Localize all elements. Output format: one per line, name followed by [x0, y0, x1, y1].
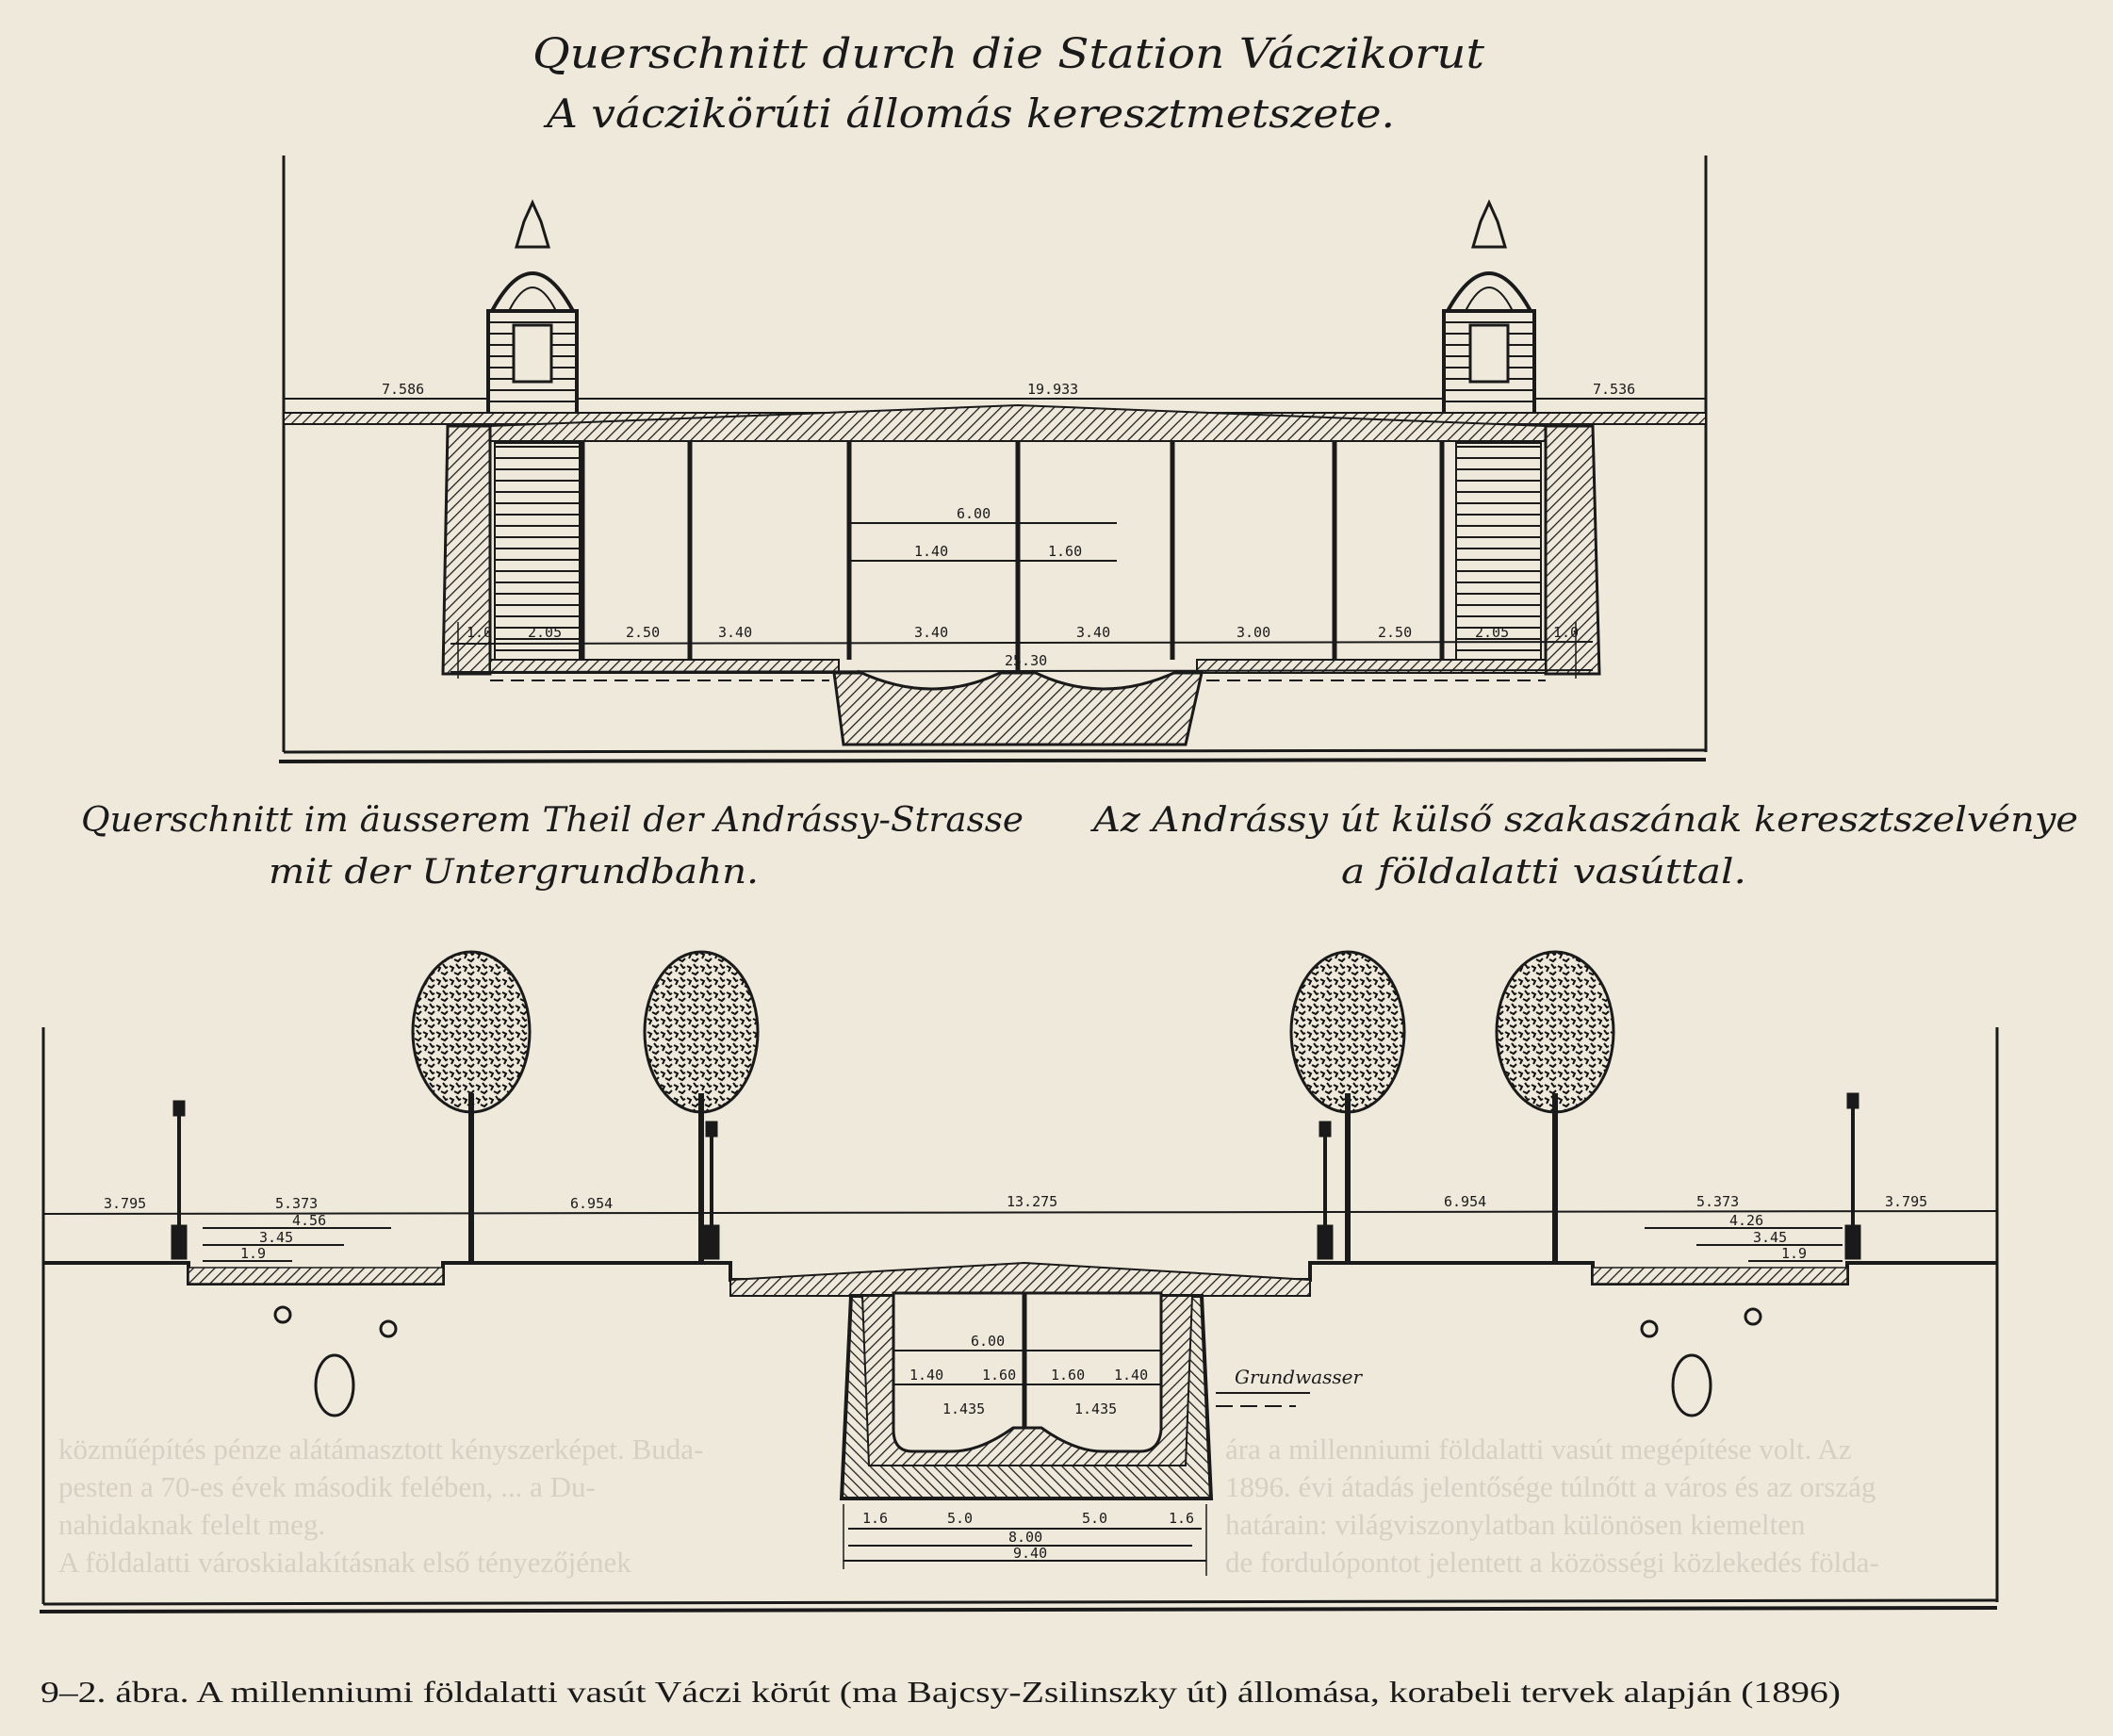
dim-label: 3.795	[104, 1195, 146, 1212]
ghost-line: határain: világviszonylatban különösen k…	[1225, 1508, 1806, 1541]
dim-label: 2.50	[1378, 624, 1412, 641]
dim-label: 7.586	[382, 381, 424, 398]
dim-label: 3.40	[718, 624, 752, 641]
ghost-line: nahidaknak felelt meg.	[58, 1508, 325, 1541]
bottom-title-german-1: Querschnitt im äusserem Theil der András…	[81, 801, 1024, 840]
dim-label: 1.435	[1074, 1400, 1117, 1417]
dim-label: 1.6	[1169, 1510, 1194, 1527]
dim-label: 1.40	[1114, 1367, 1148, 1384]
top-frame	[278, 156, 1708, 763]
tree-icon	[411, 950, 532, 1261]
dim-label: 1.9	[1781, 1245, 1807, 1262]
entrance-kiosk-right	[1442, 199, 1536, 417]
dim-label: 2.05	[528, 624, 562, 641]
ghost-line: A földalatti városkialakításnak első tén…	[58, 1546, 631, 1579]
dim-label: 4.26	[1729, 1212, 1763, 1229]
entrance-kiosk-left	[486, 199, 579, 417]
dim-label: 5.0	[947, 1510, 973, 1527]
top-title-hungarian: A váczikörúti állomás keresztmetszete.	[543, 90, 1395, 137]
tree-icon	[1495, 950, 1615, 1261]
dim-label: 25.30	[1005, 652, 1047, 669]
lamp-icon	[703, 1121, 720, 1260]
dim-label: 1.0	[467, 624, 492, 641]
dim-label: 1.9	[240, 1245, 266, 1262]
bleed-through-text: közműépítés pénze alátámasztott kényszer…	[58, 1433, 1879, 1579]
station-cross-section: 7.586 19.933 7.536	[283, 199, 1707, 746]
dim-label: 1.6	[862, 1510, 888, 1527]
dim-label: 6.954	[1444, 1193, 1486, 1210]
dim-label: 5.373	[275, 1195, 318, 1212]
tunnel-section: 6.00 1.40 1.60 1.60 1.40 1.435 1.435 Gru…	[839, 1291, 1364, 1576]
dim-label: 3.45	[259, 1229, 293, 1246]
groundwater-label: Grundwasser	[1235, 1366, 1364, 1388]
dim-label: 2.05	[1475, 624, 1509, 641]
bottom-title-german-2: mit der Untergrundbahn.	[269, 853, 759, 892]
dim-label: 3.00	[1237, 624, 1270, 641]
bottom-title-hungarian-2: a földalatti vasúttal.	[1341, 853, 1746, 892]
figure-caption: 9–2. ábra. A millenniumi földalatti vasú…	[41, 1675, 1841, 1709]
dim-label: 6.954	[570, 1195, 613, 1212]
dim-label: 5.373	[1696, 1193, 1739, 1210]
dim-label: 13.275	[1007, 1193, 1057, 1210]
dim-label: 1.40	[909, 1367, 943, 1384]
ghost-line: 1896. évi átadás jelentősége túlnőtt a v…	[1225, 1470, 1875, 1503]
dim-label: 3.40	[914, 624, 948, 641]
dim-label: 2.50	[626, 624, 660, 641]
top-title-german: Querschnitt durch die Station Váczikorut	[532, 30, 1484, 78]
dim-label: 7.536	[1593, 381, 1635, 398]
dim-label: 8.00	[1008, 1529, 1042, 1546]
dim-label: 19.933	[1027, 381, 1078, 398]
dim-label: 1.0	[1553, 624, 1579, 641]
bottom-title-hungarian-1: Az Andrássy út külső szakaszának kereszt…	[1090, 801, 2078, 840]
dim-label: 5.0	[1082, 1510, 1107, 1527]
tree-icon	[643, 950, 760, 1261]
ghost-line: ára a millenniumi földalatti vasút megép…	[1225, 1433, 1852, 1466]
tree-icon	[1289, 950, 1406, 1261]
dim-label: 3.40	[1076, 624, 1110, 641]
dim-label: 1.60	[1051, 1367, 1085, 1384]
dim-label: 1.60	[982, 1367, 1016, 1384]
lamp-icon	[1317, 1121, 1334, 1260]
dim-label: 9.40	[1013, 1545, 1047, 1562]
ghost-line: pesten a 70-es évek második felében, ...…	[58, 1470, 596, 1503]
dim-label: 4.56	[292, 1212, 326, 1229]
dim-label: 1.40	[914, 543, 948, 560]
lamp-icon	[171, 1100, 188, 1260]
dim-label: 1.435	[942, 1400, 985, 1417]
lamp-icon	[1844, 1092, 1861, 1260]
bottom-frame	[39, 1027, 1999, 1613]
street-cross-section: 3.795 5.373 6.954 13.275 6.954 5.373 3.7…	[42, 950, 1998, 1576]
ghost-line: közműépítés pénze alátámasztott kényszer…	[58, 1433, 703, 1466]
ghost-line: de fordulópontot jelentett a közösségi k…	[1225, 1546, 1879, 1579]
dim-label: 6.00	[957, 505, 991, 522]
dim-label: 6.00	[971, 1333, 1005, 1350]
dim-label: 3.795	[1885, 1193, 1927, 1210]
street-lamps	[171, 1092, 1861, 1260]
dim-label: 1.60	[1048, 543, 1082, 560]
dim-label: 3.45	[1753, 1229, 1787, 1246]
